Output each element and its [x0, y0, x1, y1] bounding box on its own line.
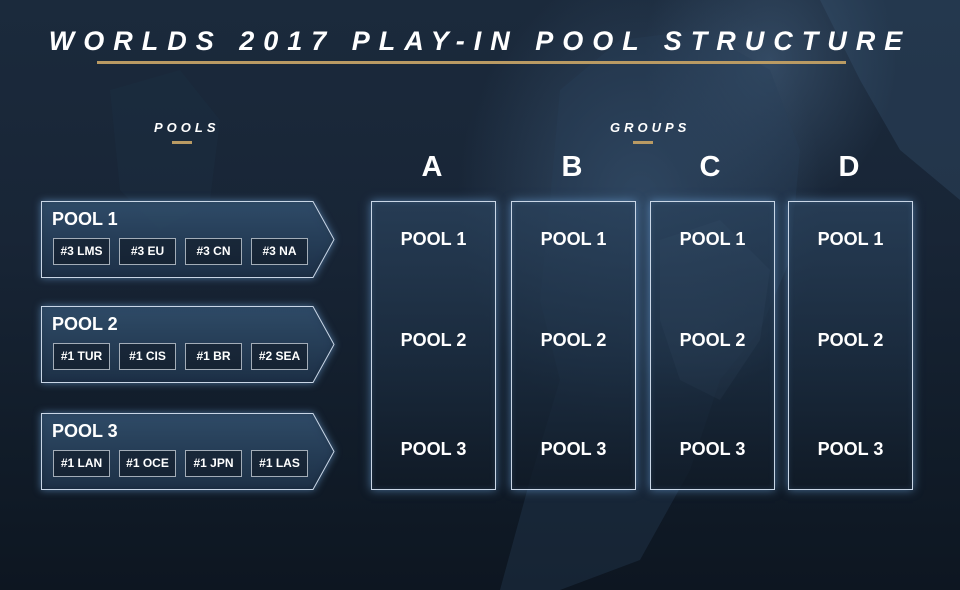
seed-badge: #3 CN — [185, 238, 242, 265]
group-pool-slot: POOL 2 — [679, 330, 746, 350]
pools-label-dash — [172, 141, 192, 144]
seed-badge: #3 LMS — [53, 238, 110, 265]
group-pool-slot: POOL 3 — [679, 439, 746, 459]
title-underline — [97, 61, 846, 64]
group-letter: D — [838, 151, 860, 183]
group-pool-slot: POOL 2 — [400, 330, 467, 350]
group-pool-slot: POOL 1 — [400, 229, 467, 249]
seed-badge: #1 BR — [185, 343, 242, 370]
pool-card: POOL 2 #1 TUR #1 CIS #1 BR #2 SEA — [41, 306, 335, 384]
group-pool-slot: POOL 1 — [817, 229, 884, 249]
group-letter: B — [561, 151, 583, 183]
seed-badge: #1 JPN — [185, 450, 242, 477]
group-pool-slot: POOL 1 — [679, 229, 746, 249]
groups-label-dash — [633, 141, 653, 144]
page-title: WORLDS 2017 PLAY-IN POOL STRUCTURE — [48, 26, 912, 56]
group-letter: C — [699, 151, 721, 183]
group-pool-slot: POOL 1 — [540, 229, 607, 249]
pool-title: POOL 2 — [52, 314, 118, 334]
pool-title: POOL 3 — [52, 421, 118, 441]
seed-badge: #1 CIS — [119, 343, 176, 370]
group-pool-slot: POOL 3 — [540, 439, 607, 459]
group-pool-slot: POOL 3 — [400, 439, 467, 459]
seed-badge: #1 TUR — [53, 343, 110, 370]
seed-badge: #3 EU — [119, 238, 176, 265]
group-column: POOL 1 POOL 2 POOL 3 — [371, 201, 496, 490]
group-letter: A — [421, 151, 443, 183]
pool-card: POOL 1 #3 LMS #3 EU #3 CN #3 NA — [41, 201, 335, 279]
group-pool-slot: POOL 2 — [540, 330, 607, 350]
group-column: POOL 1 POOL 2 POOL 3 — [650, 201, 775, 490]
pools-section-label: POOLS — [154, 120, 220, 135]
group-column: POOL 1 POOL 2 POOL 3 — [788, 201, 913, 490]
seed-badge: #1 OCE — [119, 450, 176, 477]
group-pool-slot: POOL 3 — [817, 439, 884, 459]
group-pool-slot: POOL 2 — [817, 330, 884, 350]
pool-card: POOL 3 #1 LAN #1 OCE #1 JPN #1 LAS — [41, 413, 335, 491]
group-column: POOL 1 POOL 2 POOL 3 — [511, 201, 636, 490]
pool-title: POOL 1 — [52, 209, 118, 229]
seed-badge: #3 NA — [251, 238, 308, 265]
seed-badge: #1 LAS — [251, 450, 308, 477]
seed-badge: #2 SEA — [251, 343, 308, 370]
seed-badge: #1 LAN — [53, 450, 110, 477]
groups-section-label: GROUPS — [610, 120, 691, 135]
